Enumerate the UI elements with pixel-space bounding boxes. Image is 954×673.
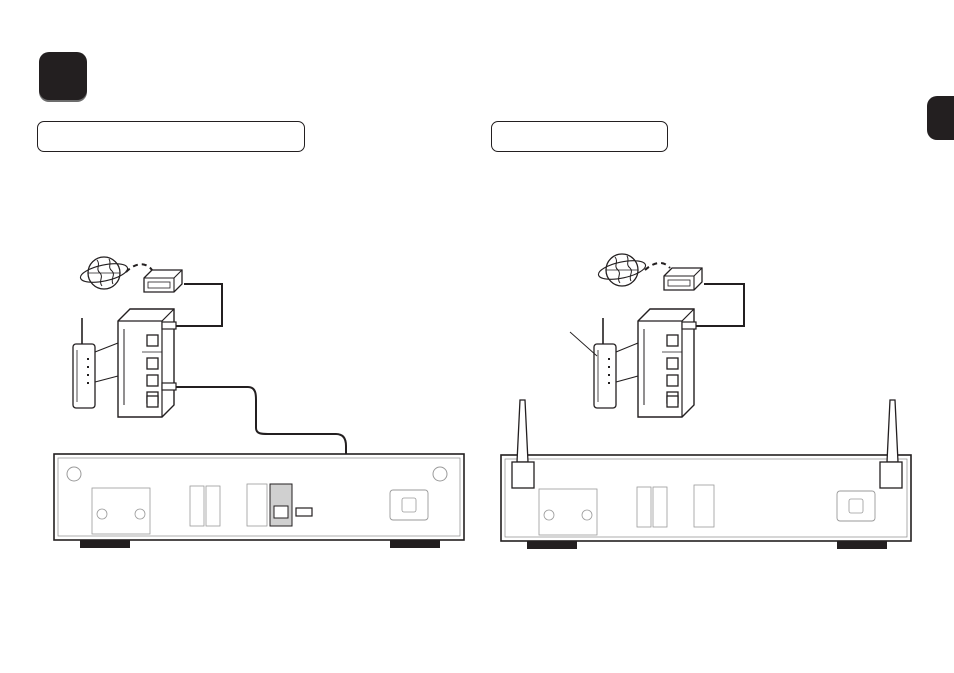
lan-cable — [176, 386, 347, 513]
antenna-left-icon — [516, 399, 529, 463]
modem-icon — [663, 267, 703, 291]
step-number-badge — [39, 52, 87, 100]
chapter-tab — [927, 96, 954, 140]
wireless-connection-heading-box — [491, 121, 668, 152]
receiver-rear-panel — [500, 454, 912, 550]
modem-to-hub-cable — [176, 283, 223, 327]
wan-link-dashed — [125, 263, 153, 273]
wired-diagram — [53, 256, 465, 549]
wan-link-dashed — [644, 262, 671, 271]
ethernet-port-highlight — [269, 483, 293, 527]
wired-connection-heading-box — [37, 121, 305, 152]
antenna-right-icon — [886, 399, 899, 463]
modem-to-hub-cable — [696, 283, 745, 327]
internet-globe-icon — [596, 253, 648, 287]
router-icon — [72, 317, 96, 409]
modem-icon — [143, 269, 183, 293]
receiver-rear-panel — [53, 453, 465, 549]
router-callout-line — [569, 331, 598, 357]
wireless-diagram — [500, 253, 912, 550]
wireless-router-icon — [593, 317, 617, 409]
internet-globe-icon — [78, 256, 130, 290]
